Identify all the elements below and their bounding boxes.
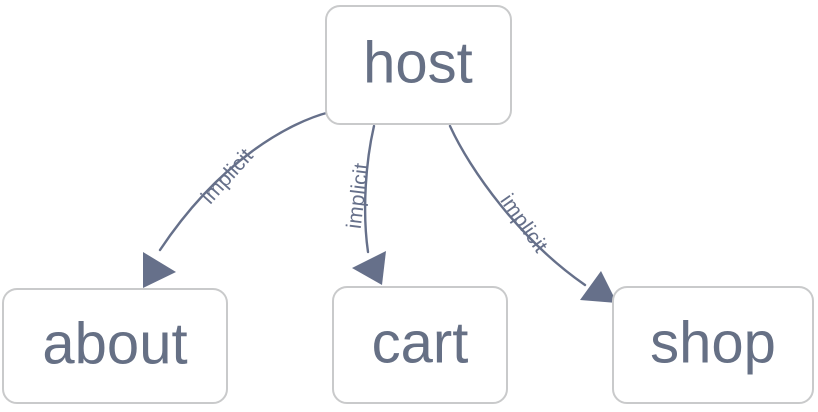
node-about[interactable]: about bbox=[2, 288, 228, 404]
node-group: host about cart shop bbox=[2, 5, 814, 404]
node-about-shape bbox=[2, 288, 228, 404]
edge-host-about-label: implicit bbox=[197, 144, 258, 208]
edge-group: implicit implicit implicit bbox=[143, 110, 617, 303]
node-cart-label: cart bbox=[372, 310, 469, 375]
node-host-label: host bbox=[363, 30, 473, 95]
edge-host-cart-label: implicit bbox=[343, 162, 374, 230]
node-cart-shape bbox=[332, 286, 508, 404]
edge-host-cart-arrowhead bbox=[352, 251, 386, 285]
node-shop-label: shop bbox=[650, 310, 776, 375]
edge-host-cart-path bbox=[363, 124, 376, 254]
node-host[interactable]: host bbox=[325, 5, 512, 125]
edge-host-cart[interactable]: implicit bbox=[343, 124, 386, 285]
node-shop-shape bbox=[612, 286, 814, 404]
edge-host-shop-arrowhead bbox=[580, 271, 617, 303]
edge-host-about[interactable]: implicit bbox=[143, 110, 332, 288]
node-cart[interactable]: cart bbox=[332, 286, 508, 404]
edge-host-about-path bbox=[158, 110, 332, 252]
node-shop[interactable]: shop bbox=[612, 286, 814, 404]
edge-host-shop-path bbox=[448, 124, 587, 287]
node-about-label: about bbox=[42, 311, 187, 376]
edge-host-shop[interactable]: implicit bbox=[448, 124, 617, 303]
edge-host-shop-label: implicit bbox=[495, 190, 552, 257]
node-host-shape bbox=[325, 5, 512, 125]
edge-host-about-arrowhead bbox=[143, 252, 176, 288]
